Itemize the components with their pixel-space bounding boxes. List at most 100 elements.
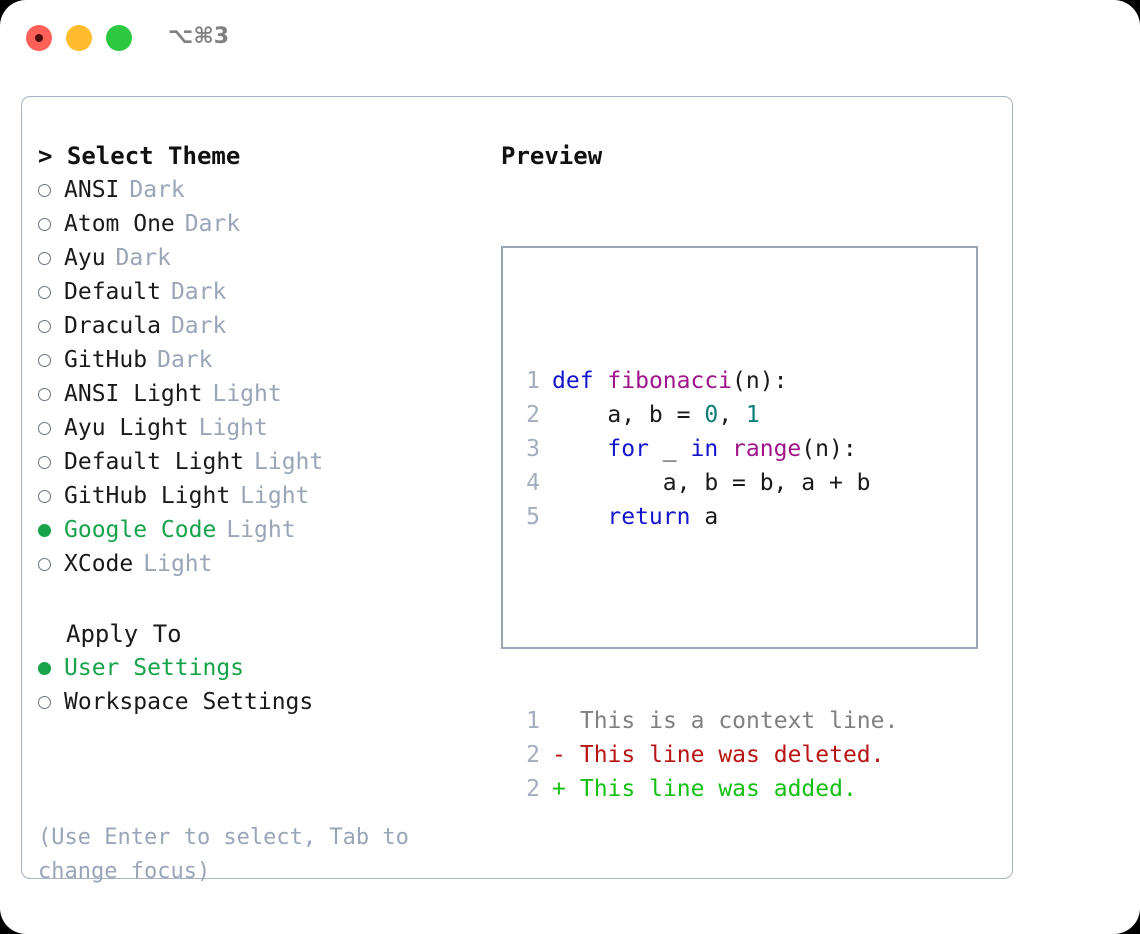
radio-unselected-icon[interactable] [38, 217, 51, 231]
radio-unselected-icon[interactable] [38, 695, 51, 709]
code-token: (n): [732, 368, 788, 394]
theme-variant-tag: Light [143, 551, 213, 577]
diff-gap [566, 738, 580, 772]
theme-option-atom-one[interactable]: Atom One Dark [38, 207, 488, 241]
theme-option-label: Default [64, 279, 161, 305]
diff-lines: 1 This is a context line.2- This line wa… [516, 704, 898, 806]
theme-variant-tag: Light [212, 381, 282, 407]
radio-unselected-icon[interactable] [38, 557, 51, 571]
keyboard-shortcut-label: ⌥⌘3 [168, 24, 230, 49]
diff-line-add: 2 + This line was added. [516, 772, 898, 806]
radio-selected-icon[interactable] [38, 661, 51, 675]
code-token [552, 432, 607, 466]
theme-option-xcode[interactable]: XCode Light [38, 547, 488, 581]
code-token: _ [648, 436, 691, 462]
diff-gap [566, 772, 580, 806]
apply-to-option-workspace-settings[interactable]: Workspace Settings [38, 685, 488, 719]
code-token: def [552, 368, 594, 394]
section-spacer [38, 581, 488, 617]
code-token: range [732, 436, 802, 462]
radio-unselected-icon[interactable] [38, 387, 51, 401]
apply-to-option-label: User Settings [64, 655, 245, 681]
theme-option-label: Ayu [64, 245, 106, 271]
theme-variant-tag: Dark [170, 313, 227, 339]
radio-unselected-icon[interactable] [38, 285, 51, 299]
theme-variant-tag: Light [198, 415, 268, 441]
theme-option-github[interactable]: GitHub Dark [38, 343, 488, 377]
code-token: a, b = [552, 402, 705, 428]
code-line: 4 a, b = b, a + b [516, 466, 898, 500]
radio-unselected-icon[interactable] [38, 353, 51, 367]
theme-variant-tag: Light [226, 517, 296, 543]
theme-variant-tag: Dark [184, 211, 241, 237]
theme-option-label: Dracula [64, 313, 161, 339]
radio-unselected-icon[interactable] [38, 489, 51, 503]
maximize-window-button[interactable] [106, 25, 132, 51]
code-token [594, 364, 608, 398]
theme-option-dracula[interactable]: Dracula Dark [38, 309, 488, 343]
theme-option-label: XCode [64, 551, 134, 577]
radio-unselected-icon[interactable] [38, 455, 51, 469]
code-token: in [690, 436, 719, 462]
line-number: 1 [526, 708, 540, 734]
code-token [552, 500, 607, 534]
diff-line-ctx: 1 This is a context line. [516, 704, 898, 738]
minimize-window-button[interactable] [66, 25, 92, 51]
theme-option-label: ANSI [64, 177, 120, 203]
diff-text: This line was deleted. [579, 742, 885, 768]
theme-variant-tag: Light [240, 483, 310, 509]
theme-option-default[interactable]: Default Dark [38, 275, 488, 309]
code-token: a, b = b, a + b [552, 470, 871, 496]
radio-unselected-icon[interactable] [38, 183, 51, 197]
code-token: (n): [801, 436, 857, 462]
code-token: a [690, 504, 719, 530]
code-line: 5 return a [516, 500, 898, 534]
theme-option-label: Google Code [64, 517, 217, 543]
diff-marker: + [552, 776, 566, 802]
code-token: 0 [704, 402, 719, 428]
theme-option-label: Atom One [64, 211, 175, 237]
apply-to-option-user-settings[interactable]: User Settings [38, 651, 488, 685]
theme-variant-tag: Dark [157, 347, 213, 373]
line-number: 1 [526, 368, 540, 394]
diff-text: This line was added. [579, 776, 857, 802]
theme-option-google-code[interactable]: Google Code Light [38, 513, 488, 547]
line-number: 2 [526, 742, 540, 768]
code-line: 3 for _ in range(n): [516, 432, 898, 466]
keyboard-hint-text: (Use Enter to select, Tab to change focu… [38, 825, 409, 884]
line-number: 3 [526, 436, 540, 462]
code-token: , [718, 402, 746, 428]
diff-text: This is a context line. [579, 708, 899, 734]
diff-gap [566, 704, 580, 738]
theme-variant-tag: Dark [170, 279, 227, 305]
theme-variant-tag: Light [254, 449, 324, 475]
theme-option-label: GitHub [64, 347, 148, 373]
radio-unselected-icon[interactable] [38, 421, 51, 435]
radio-unselected-icon[interactable] [38, 319, 51, 333]
line-number: 2 [526, 776, 540, 802]
line-number: 4 [526, 470, 540, 496]
radio-selected-icon[interactable] [38, 523, 51, 537]
title-bar: ⌥⌘3 [0, 0, 1140, 76]
code-token [718, 432, 732, 466]
theme-option-ayu[interactable]: Ayu Dark [38, 241, 488, 275]
select-theme-heading: > Select Theme [38, 142, 241, 170]
code-token: 1 [745, 402, 760, 428]
preview-heading: Preview [501, 142, 603, 170]
theme-variant-tag: Dark [115, 245, 171, 271]
radio-unselected-icon[interactable] [38, 251, 51, 265]
